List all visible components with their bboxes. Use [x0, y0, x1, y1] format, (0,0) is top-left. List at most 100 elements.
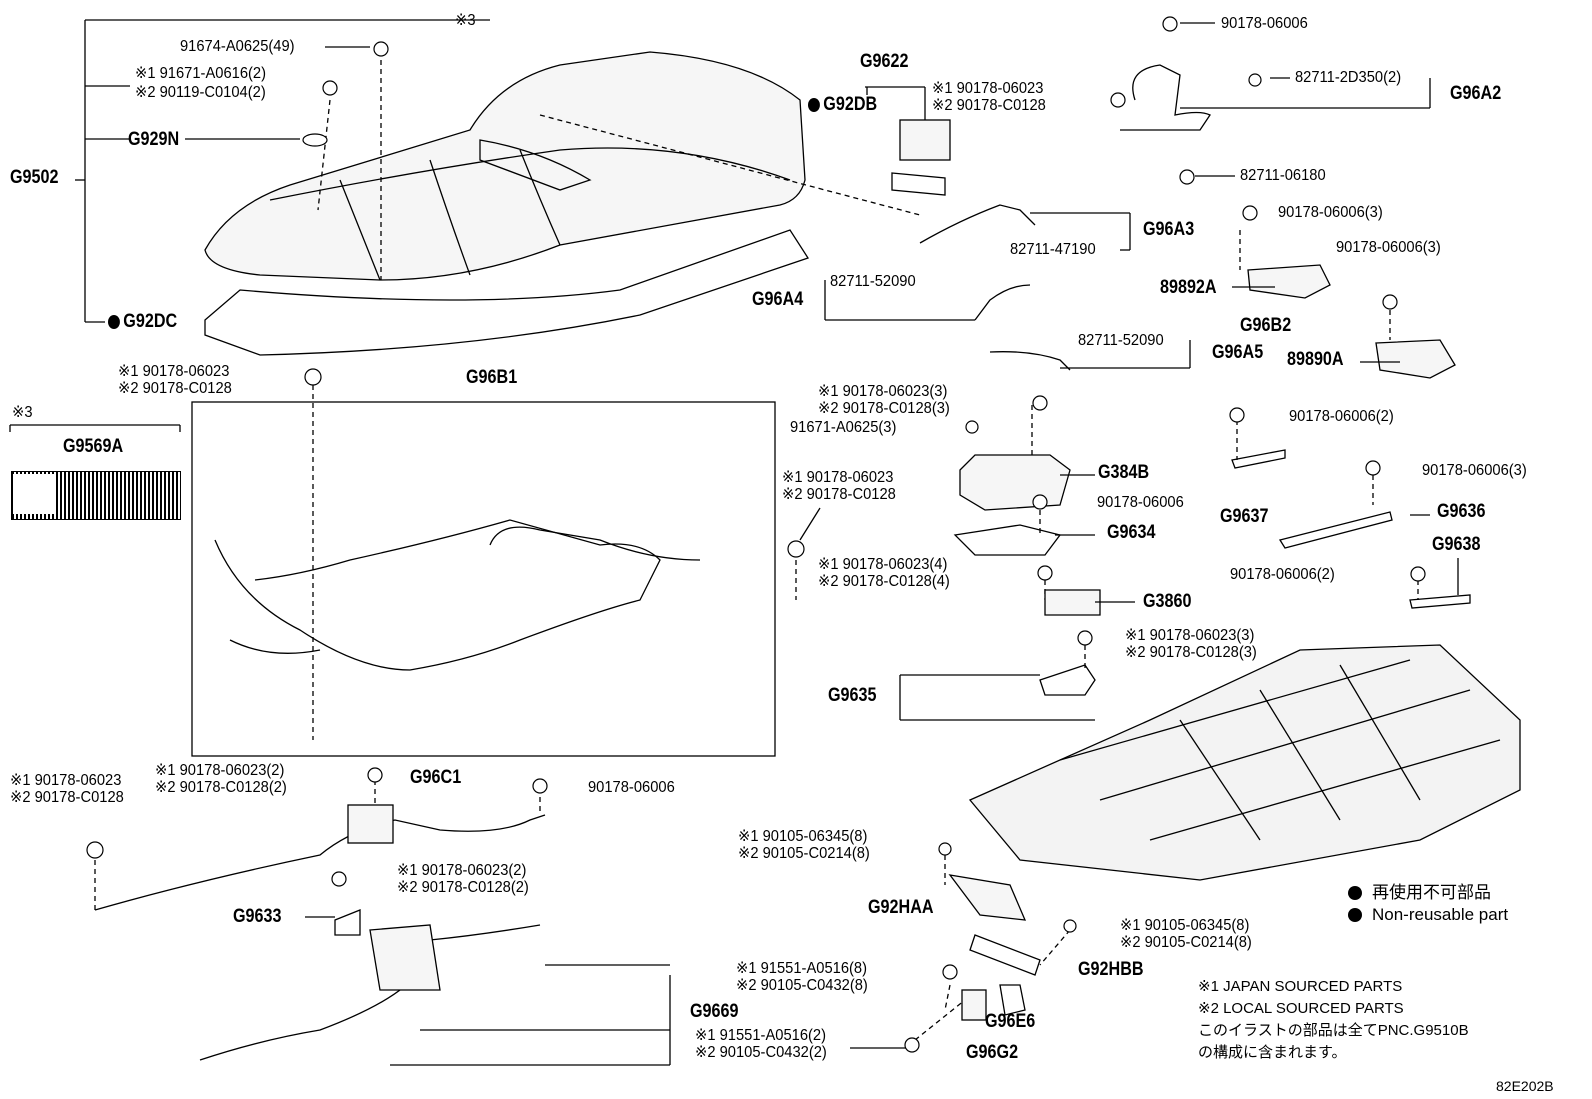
label-9633-p2: ※2 90178-C0128(2) [397, 879, 529, 896]
label-9633-p1: ※1 90178-06023(2) [397, 862, 527, 879]
label-90178-e: 90178-06006(2) [1289, 408, 1394, 425]
label-g9637: G9637 [1220, 506, 1269, 527]
label-g96a5: G96A5 [1212, 342, 1264, 363]
note-1: ※1 JAPAN SOURCED PARTS [1198, 978, 1403, 995]
label-g96b2: G96B2 [1240, 315, 1292, 336]
battery-cover [204, 51, 806, 281]
label-91671-b: 91671-A0625(3) [790, 419, 897, 436]
label-g3860: G3860 [1143, 591, 1192, 612]
label-g384b: G384B [1098, 462, 1150, 483]
label-384-p2: ※2 90178-C0128(3) [818, 400, 950, 417]
label-g96a3: G96A3 [1143, 219, 1195, 240]
module-89892a [1247, 264, 1331, 299]
label-82711-52090-b: 82711-52090 [1078, 332, 1164, 349]
label-mid-p2: ※2 90178-C0128 [782, 486, 896, 503]
label-left-p2: ※2 90178-C0128 [118, 380, 232, 397]
label-g9634: G9634 [1107, 522, 1156, 543]
label-g96a2: G96A2 [1450, 83, 1502, 104]
label-g9635: G9635 [828, 685, 877, 706]
illustration-code: 82E202B [1496, 1078, 1554, 1094]
non-reusable-dot [1348, 886, 1362, 900]
label-90178-g: 90178-06006(2) [1230, 566, 1335, 583]
legend-row-en: Non-reusable part [1348, 904, 1508, 926]
label-g96e6: G96E6 [985, 1011, 1036, 1032]
label-g2-p2: ※2 90105-C0432(2) [695, 1044, 827, 1061]
non-reusable-dot [1348, 908, 1362, 922]
label-91674: 91674-A0625(49) [180, 38, 295, 55]
label-g9633: G9633 [233, 906, 282, 927]
label-91671-a: ※1 91671-A0616(2) [135, 65, 266, 82]
label-e6-p2: ※2 90105-C0432(8) [736, 977, 868, 994]
label-82711-2d350: 82711-2D350(2) [1295, 69, 1402, 86]
relay-unit [899, 119, 951, 161]
label-hbb-p2: ※2 90105-C0214(8) [1120, 934, 1252, 951]
label-left-p1: ※1 90178-06023 [118, 363, 230, 380]
harness-g9669 [199, 924, 541, 1061]
label-g9622: G9622 [860, 51, 909, 72]
junction-block [959, 454, 1071, 511]
label-hbb-p1: ※1 90105-06345(8) [1120, 917, 1250, 934]
label-c1-p2: ※2 90178-C0128(2) [155, 779, 287, 796]
label-90119: ※2 90119-C0104(2) [135, 84, 266, 101]
label-g92db: G92DB [808, 95, 877, 115]
label-g929n: G929N [128, 129, 180, 150]
non-reusable-dot [108, 315, 120, 329]
label-g9622-p1: ※1 90178-06023 [932, 80, 1044, 97]
label-90178-d: 90178-06006 [1097, 494, 1184, 511]
label-90178-c: 90178-06006(3) [1336, 239, 1441, 256]
label-mid-p1: ※1 90178-06023 [782, 469, 894, 486]
label-g9622-p2: ※2 90178-C0128 [932, 97, 1046, 114]
harness-box [191, 401, 776, 757]
battery-pack [968, 644, 1521, 881]
cable-g96c1 [94, 814, 546, 911]
label-9635-p1: ※1 90178-06023(3) [1125, 627, 1255, 644]
label-g92haa: G92HAA [868, 897, 934, 918]
label-82711-06180: 82711-06180 [1240, 167, 1326, 184]
note-3-left: ※3 [12, 404, 33, 421]
label-90178-b: 90178-06006(3) [1278, 204, 1383, 221]
label-g9669: G9669 [690, 1001, 739, 1022]
module-g3860 [1044, 589, 1101, 616]
label-384-p1: ※1 90178-06023(3) [818, 383, 948, 400]
label-3860-p2: ※2 90178-C0128(4) [818, 573, 950, 590]
label-g96g2: G96G2 [966, 1042, 1019, 1063]
label-haa-p2: ※2 90105-C0214(8) [738, 845, 870, 862]
note-3: このイラストの部品は全てPNC.G9510B [1198, 1022, 1469, 1039]
non-reusable-dot [808, 98, 820, 112]
note-3-top: ※3 [455, 12, 476, 29]
warning-label-icons [13, 474, 55, 514]
label-bl-p1: ※1 90178-06023 [10, 772, 122, 789]
label-82711-47190: 82711-47190 [1010, 241, 1096, 258]
label-g96c1: G96C1 [410, 767, 462, 788]
label-90178-h: 90178-06006 [588, 779, 675, 796]
label-g96a4: G96A4 [752, 289, 804, 310]
label-g9569a: G9569A [63, 436, 124, 457]
label-g2-p1: ※1 91551-A0516(2) [695, 1027, 826, 1044]
label-c1-p1: ※1 90178-06023(2) [155, 762, 285, 779]
label-g9638: G9638 [1432, 534, 1481, 555]
label-89890a: 89890A [1287, 349, 1344, 370]
label-82711-52090-a: 82711-52090 [830, 273, 916, 290]
label-g96b1: G96B1 [466, 367, 518, 388]
label-e6-p1: ※1 91551-A0516(8) [736, 960, 867, 977]
label-g9636: G9636 [1437, 501, 1486, 522]
note-4: の構成に含まれます。 [1198, 1044, 1347, 1061]
bracket-g9634 [953, 524, 1062, 556]
note-2: ※2 LOCAL SOURCED PARTS [1198, 1000, 1404, 1017]
legend-row-jp: 再使用不可部品 [1348, 882, 1508, 904]
label-haa-p1: ※1 90105-06345(8) [738, 828, 868, 845]
label-90178-f: 90178-06006(3) [1422, 462, 1527, 479]
label-9635-p2: ※2 90178-C0128(3) [1125, 644, 1257, 661]
cover-gasket [204, 229, 809, 356]
label-g92hbb: G92HBB [1078, 959, 1144, 980]
label-g92dc: G92DC [108, 312, 177, 332]
module-89890a [1375, 339, 1456, 379]
label-3860-p1: ※1 90178-06023(4) [818, 556, 948, 573]
label-bl-p2: ※2 90178-C0128 [10, 789, 124, 806]
notes: ※1 JAPAN SOURCED PARTS ※2 LOCAL SOURCED … [1198, 976, 1469, 1064]
label-g9502: G9502 [10, 167, 59, 188]
label-90178-a: 90178-06006 [1221, 15, 1308, 32]
label-89892a: 89892A [1160, 277, 1217, 298]
